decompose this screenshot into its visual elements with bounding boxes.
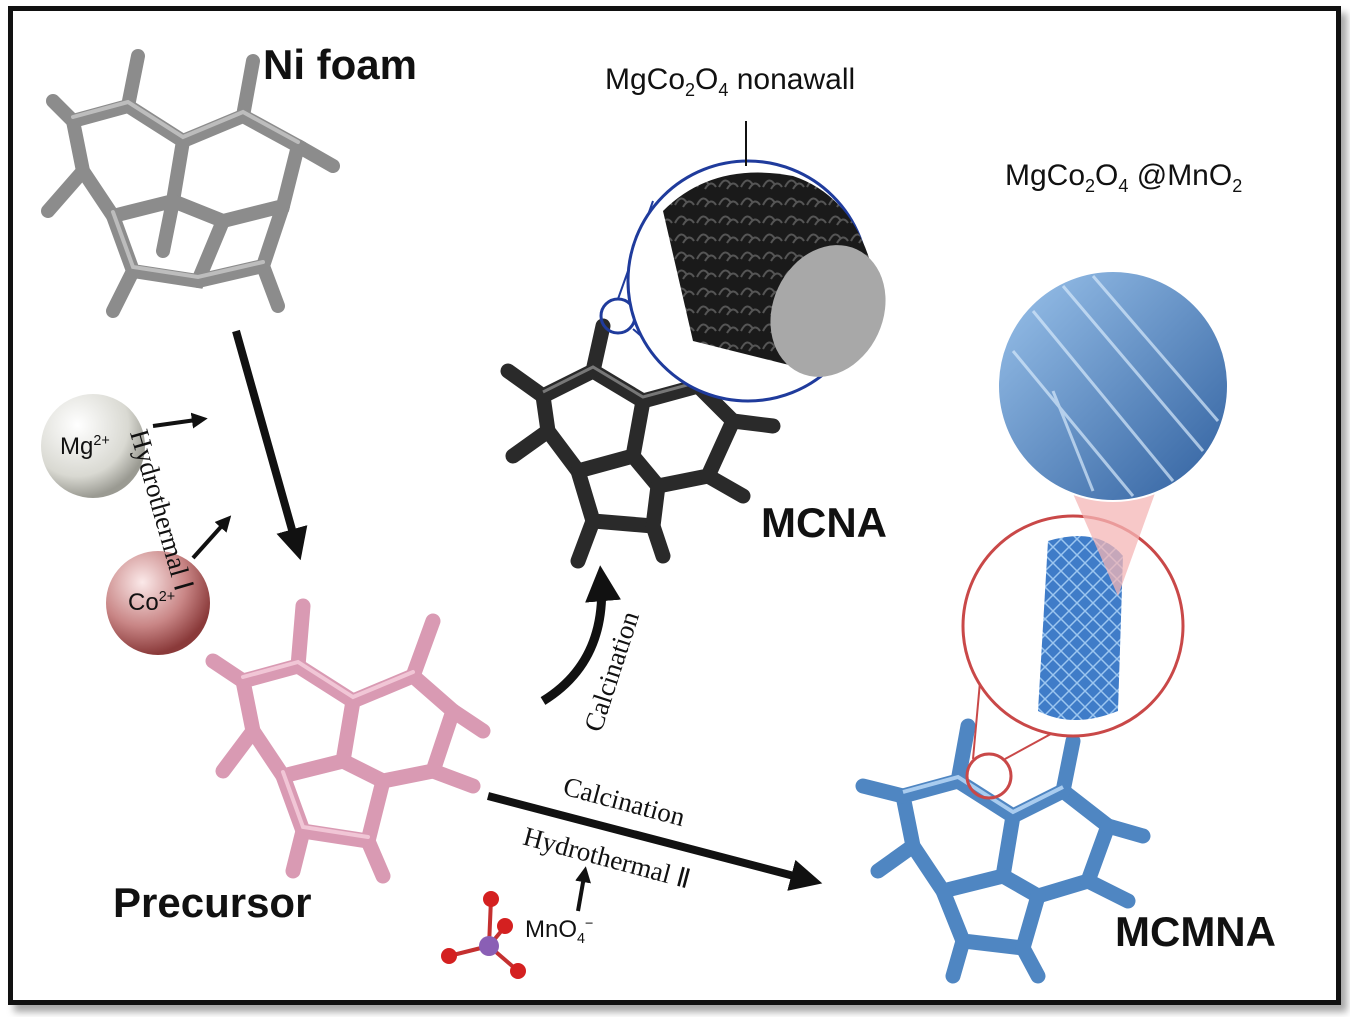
calcination-hydrothermal-2-arrow — [486, 792, 823, 891]
calcination-curve-arrow — [540, 565, 621, 705]
precursor-structure — [205, 598, 491, 884]
mcmna-label: MCMNA — [1115, 908, 1276, 955]
mg-ion-sphere — [41, 394, 145, 498]
mno4-molecule — [441, 891, 526, 979]
nanowall-core-face — [770, 245, 886, 377]
ni-foam-highlight — [71, 99, 300, 280]
mcna-highlight — [542, 365, 699, 399]
mg-ion-arrow — [152, 412, 208, 429]
diagram-frame: Ni foam Precursor MCNA MCMNA MgCo2O4 non… — [8, 6, 1341, 1005]
nanowire-cylinder — [1038, 536, 1123, 720]
hydrothermal-1-arrow — [232, 329, 308, 561]
nanowire-zoom-circle — [997, 270, 1229, 502]
mcna-label: MCNA — [761, 499, 887, 546]
diagram-canvas — [41, 49, 1229, 984]
mno4-ion-label: MnO4− — [525, 916, 594, 947]
co-ion-arrow — [191, 515, 232, 560]
core-shell-label: MgCo2O4 @MnO2 — [1005, 159, 1243, 196]
mcmna-highlight — [902, 774, 1064, 815]
magnify-cone — [1063, 471, 1163, 596]
mcmna-zoom-origin-circle — [965, 752, 1013, 800]
ni-foam-label: Ni foam — [263, 41, 418, 88]
mg-ion-label: Mg2+ — [60, 433, 110, 460]
precursor-label: Precursor — [113, 879, 312, 926]
co-ion-label: Co2+ — [128, 589, 176, 616]
mcmna-structure — [855, 718, 1151, 984]
mno4-ion-arrow — [575, 866, 591, 912]
nanowall-label: MgCo2O4 nonawall — [605, 63, 856, 100]
ni-foam-structure — [41, 49, 340, 318]
co-ion-sphere — [106, 551, 210, 655]
nanowire-detail — [1011, 275, 1220, 497]
precursor-highlight — [241, 659, 415, 839]
